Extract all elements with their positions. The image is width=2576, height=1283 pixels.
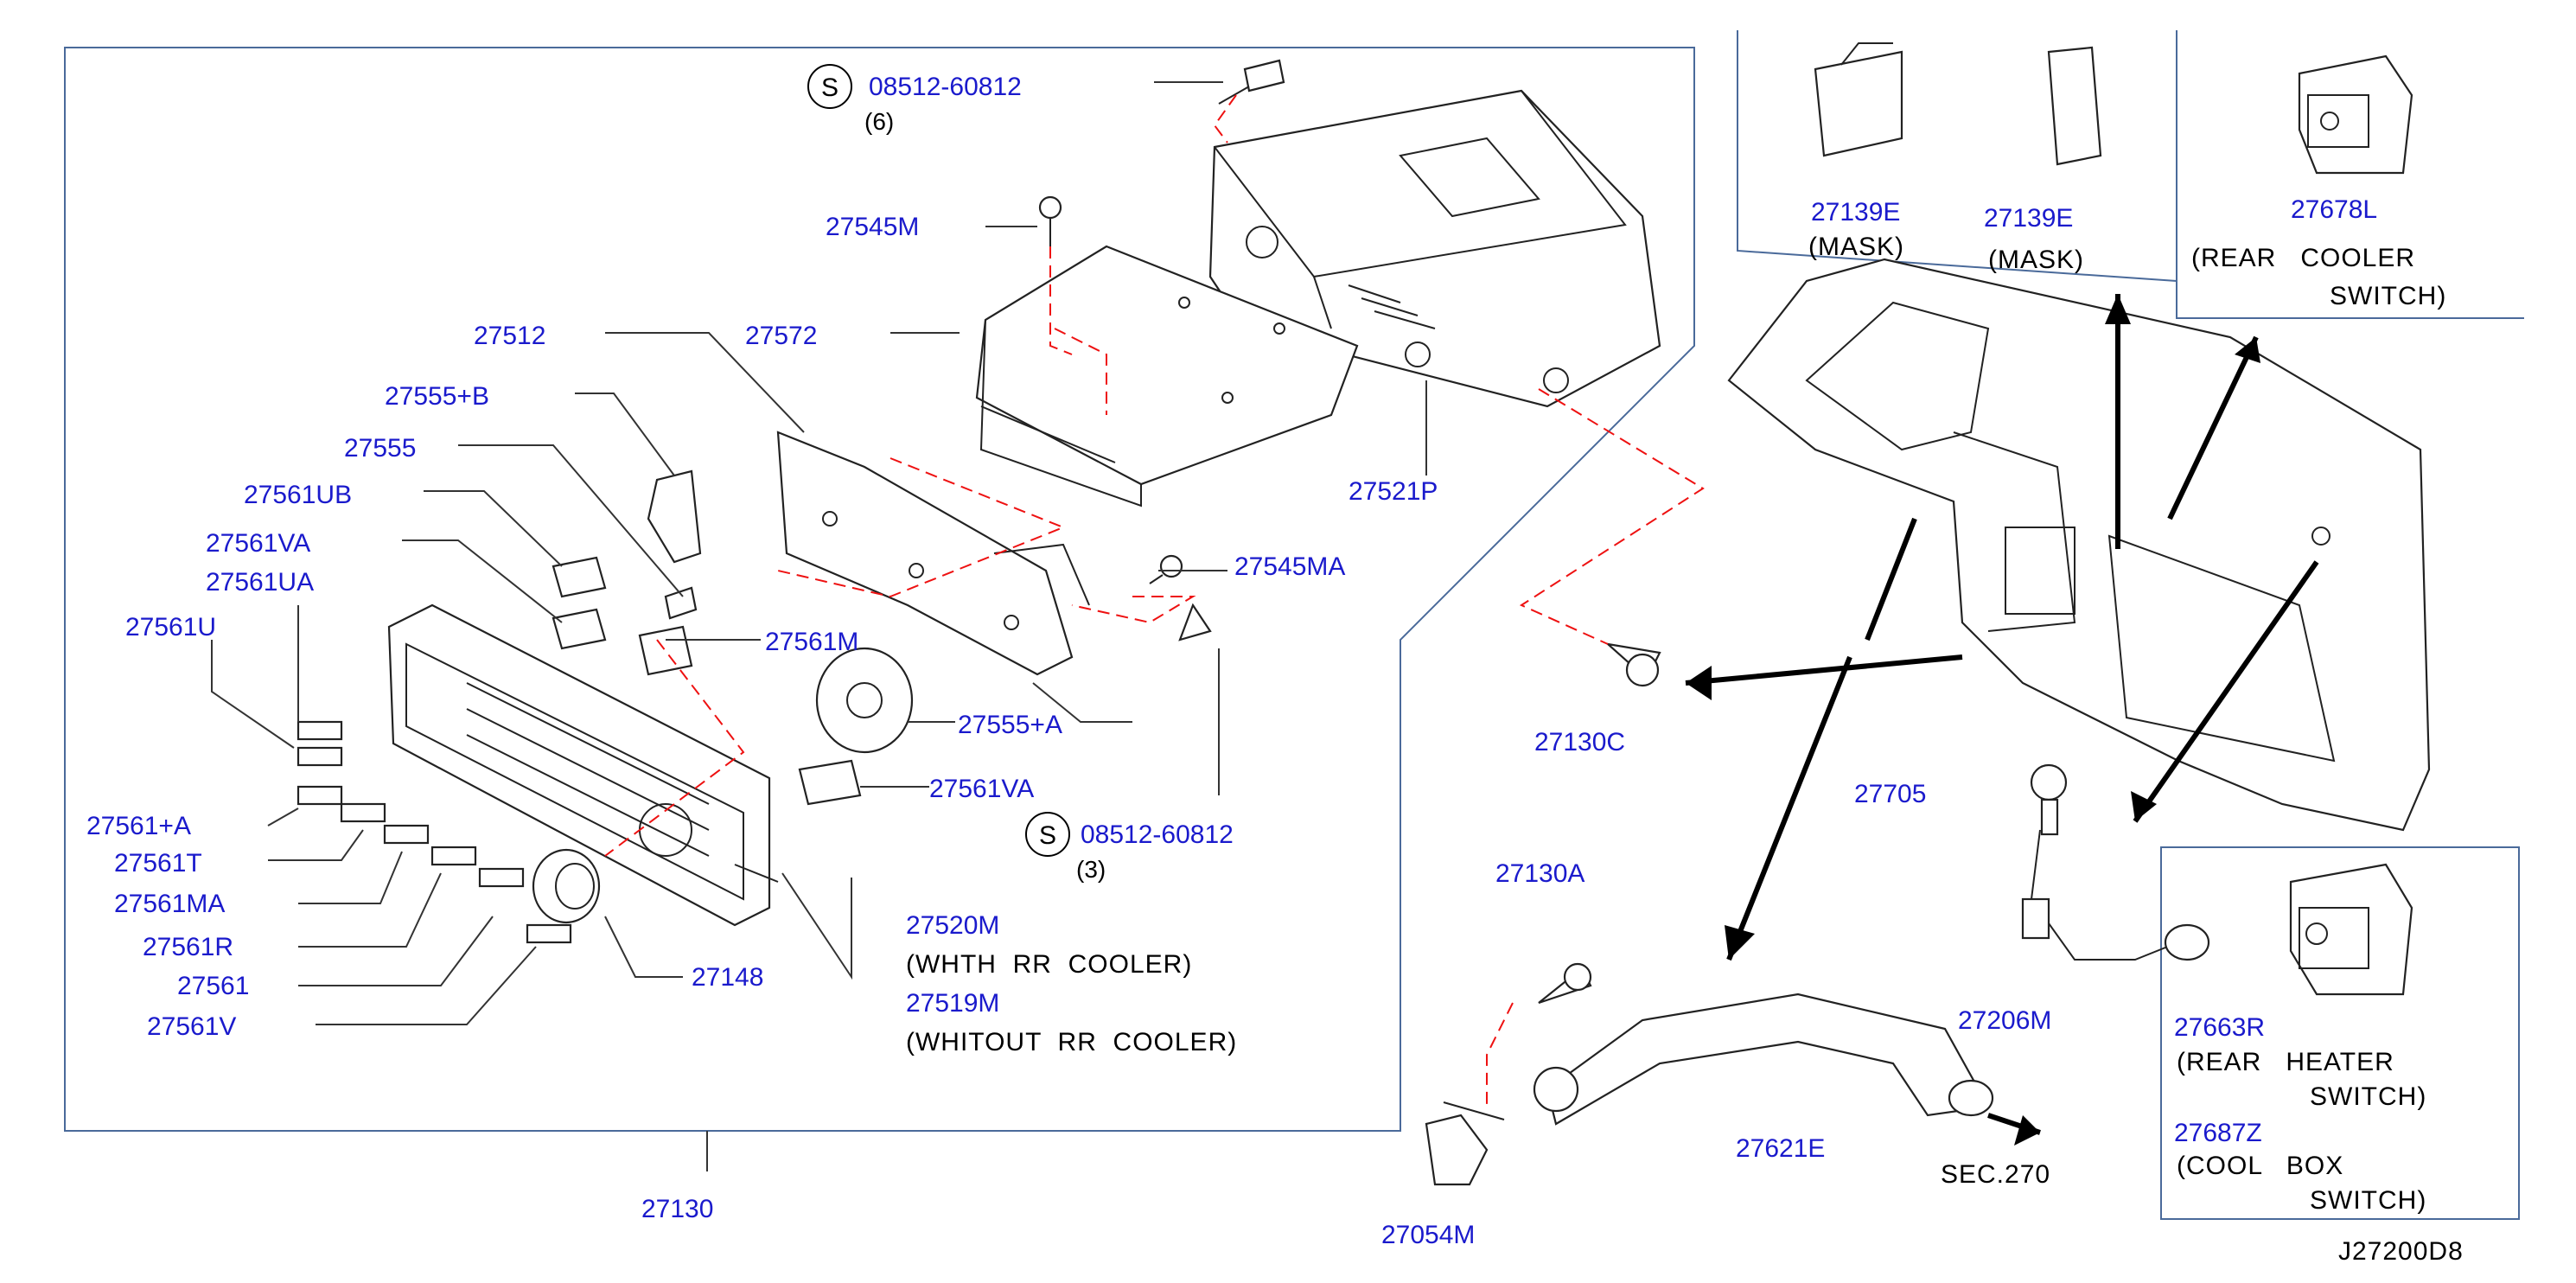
harness-27206M (2021, 829, 2210, 961)
label-27519M: 27519M (906, 989, 999, 1018)
switch-27663R (2289, 863, 2413, 996)
label-27561M: 27561M (765, 628, 858, 656)
note-27663R-line2: SWITCH) (2310, 1082, 2426, 1111)
dashboard (1727, 258, 2431, 832)
note-27687Z-line1: (COOL BOX (2177, 1152, 2343, 1180)
clip-27555 (664, 586, 698, 620)
label-27561T: 27561T (114, 849, 202, 878)
label-27561: 27561 (177, 972, 249, 1000)
note-27520M: (WHTH RR COOLER) (906, 950, 1192, 979)
label-qty-3: (3) (1076, 856, 1106, 883)
switch-box-frame (2160, 846, 2520, 1220)
note-mask-b: (MASK) (1988, 246, 2084, 274)
label-27512: 27512 (474, 322, 545, 350)
label-27148: 27148 (692, 963, 763, 992)
note-27663R-line1: (REAR HEATER (2177, 1048, 2394, 1076)
label-27545MA: 27545MA (1234, 552, 1345, 581)
duct-27621E (1533, 993, 1994, 1126)
label-27545M: 27545M (826, 213, 919, 241)
label-27561VA-b: 27561VA (929, 775, 1034, 803)
switch-27678L (2298, 54, 2413, 175)
note-27687Z-line2: SWITCH) (2310, 1186, 2426, 1215)
buttons-stack (296, 720, 572, 944)
s-symbol-a: S (821, 73, 839, 102)
label-27555A: 27555+A (958, 711, 1062, 739)
label-27139E-a: 27139E (1811, 198, 1900, 227)
label-27561A: 27561+A (86, 812, 191, 840)
label-27555B: 27555+B (385, 382, 489, 411)
clip-27555B (647, 469, 702, 564)
rear-cooler-frame (2176, 30, 2524, 319)
label-27621E: 27621E (1736, 1134, 1825, 1163)
mask-27139E-a (1814, 42, 1903, 157)
screw-lower (1178, 603, 1212, 642)
control-panel (387, 603, 779, 927)
bracket-27512 (776, 431, 1090, 676)
assembly-guide-lines (604, 94, 1705, 1107)
note-27678L-line2: SWITCH) (2330, 282, 2446, 310)
label-27561UB: 27561UB (244, 481, 352, 509)
screw-27130A (1538, 962, 1592, 1005)
leader-lines (211, 81, 1427, 1171)
direction-arrows (1685, 294, 2319, 1146)
s-symbol-circle-a (807, 64, 852, 109)
label-27139E-b: 27139E (1984, 204, 2073, 233)
label-27561R: 27561R (143, 933, 233, 961)
label-27561U: 27561U (125, 613, 216, 642)
screw-top (1218, 59, 1285, 105)
label-27555: 27555 (344, 434, 416, 463)
connector-27054M (1425, 1101, 1505, 1186)
mask-27139E-b (2047, 46, 2102, 166)
mask-frame (1737, 30, 2177, 282)
main-assembly-frame (64, 47, 1695, 1132)
sensor-27705 (2030, 763, 2068, 836)
label-27054M: 27054M (1381, 1221, 1475, 1249)
label-27663R: 27663R (2174, 1013, 2265, 1042)
clip-27561VA-b (798, 759, 862, 806)
label-27678L: 27678L (2291, 195, 2377, 224)
label-27561VA-a: 27561VA (206, 529, 310, 558)
label-27687Z: 27687Z (2174, 1119, 2262, 1147)
label-08512-60812-b: 08512-60812 (1081, 820, 1234, 849)
label-27130C: 27130C (1534, 728, 1625, 756)
label-27705: 27705 (1854, 780, 1926, 808)
screw-27130C (1604, 642, 1661, 687)
note-27519M: (WHITOUT RR COOLER) (906, 1028, 1237, 1056)
label-27130A: 27130A (1495, 859, 1584, 888)
s-symbol-b: S (1039, 821, 1057, 850)
note-mask-a: (MASK) (1808, 233, 1904, 261)
clip-27561UB (552, 556, 607, 598)
label-sec270: SEC.270 (1941, 1160, 2050, 1189)
disc-27555A (815, 647, 914, 754)
label-27561V: 27561V (147, 1012, 236, 1041)
blower-housing (1208, 89, 1661, 408)
note-27678L-line1: (REAR COOLER (2191, 244, 2415, 272)
label-qty-6: (6) (864, 108, 894, 135)
label-27520M: 27520M (906, 911, 999, 940)
clip-27561VA-a (552, 608, 607, 650)
screw-27545M (1038, 195, 1062, 246)
control-board (975, 245, 1359, 507)
knob-27148 (532, 848, 601, 924)
label-27206M: 27206M (1958, 1006, 2051, 1035)
label-27572: 27572 (745, 322, 817, 350)
label-27130: 27130 (641, 1195, 713, 1223)
diagram-code: J27200D8 (2338, 1237, 2464, 1266)
s-symbol-circle-b (1025, 812, 1070, 857)
label-27561MA: 27561MA (114, 890, 225, 918)
label-27561UA: 27561UA (206, 568, 314, 597)
label-27521P: 27521P (1349, 477, 1438, 506)
clip-27561M (638, 625, 693, 676)
label-08512-60812-a: 08512-60812 (869, 73, 1022, 101)
